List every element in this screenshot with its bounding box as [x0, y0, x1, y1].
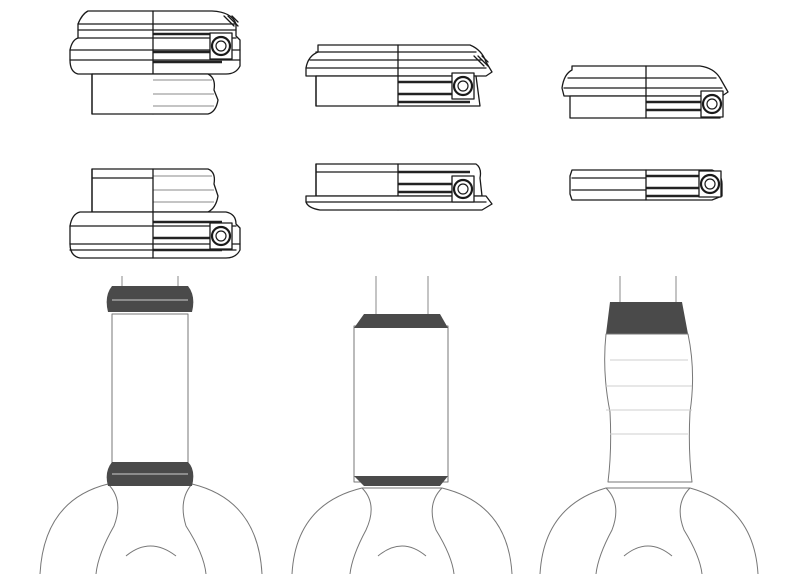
- semi-integrated-top-assembly: [305, 44, 493, 107]
- semi-integrated-bottom-assembly: [305, 163, 493, 211]
- integrated-top-assembly: [561, 65, 729, 119]
- external-headset-top-assembly: [69, 10, 241, 115]
- external-headset-frame: [39, 276, 263, 574]
- external-headset-bottom-assembly: [69, 168, 241, 259]
- integrated-frame: [539, 276, 759, 574]
- semi-integrated-frame: [291, 276, 513, 574]
- integrated-bottom-assembly: [569, 169, 723, 201]
